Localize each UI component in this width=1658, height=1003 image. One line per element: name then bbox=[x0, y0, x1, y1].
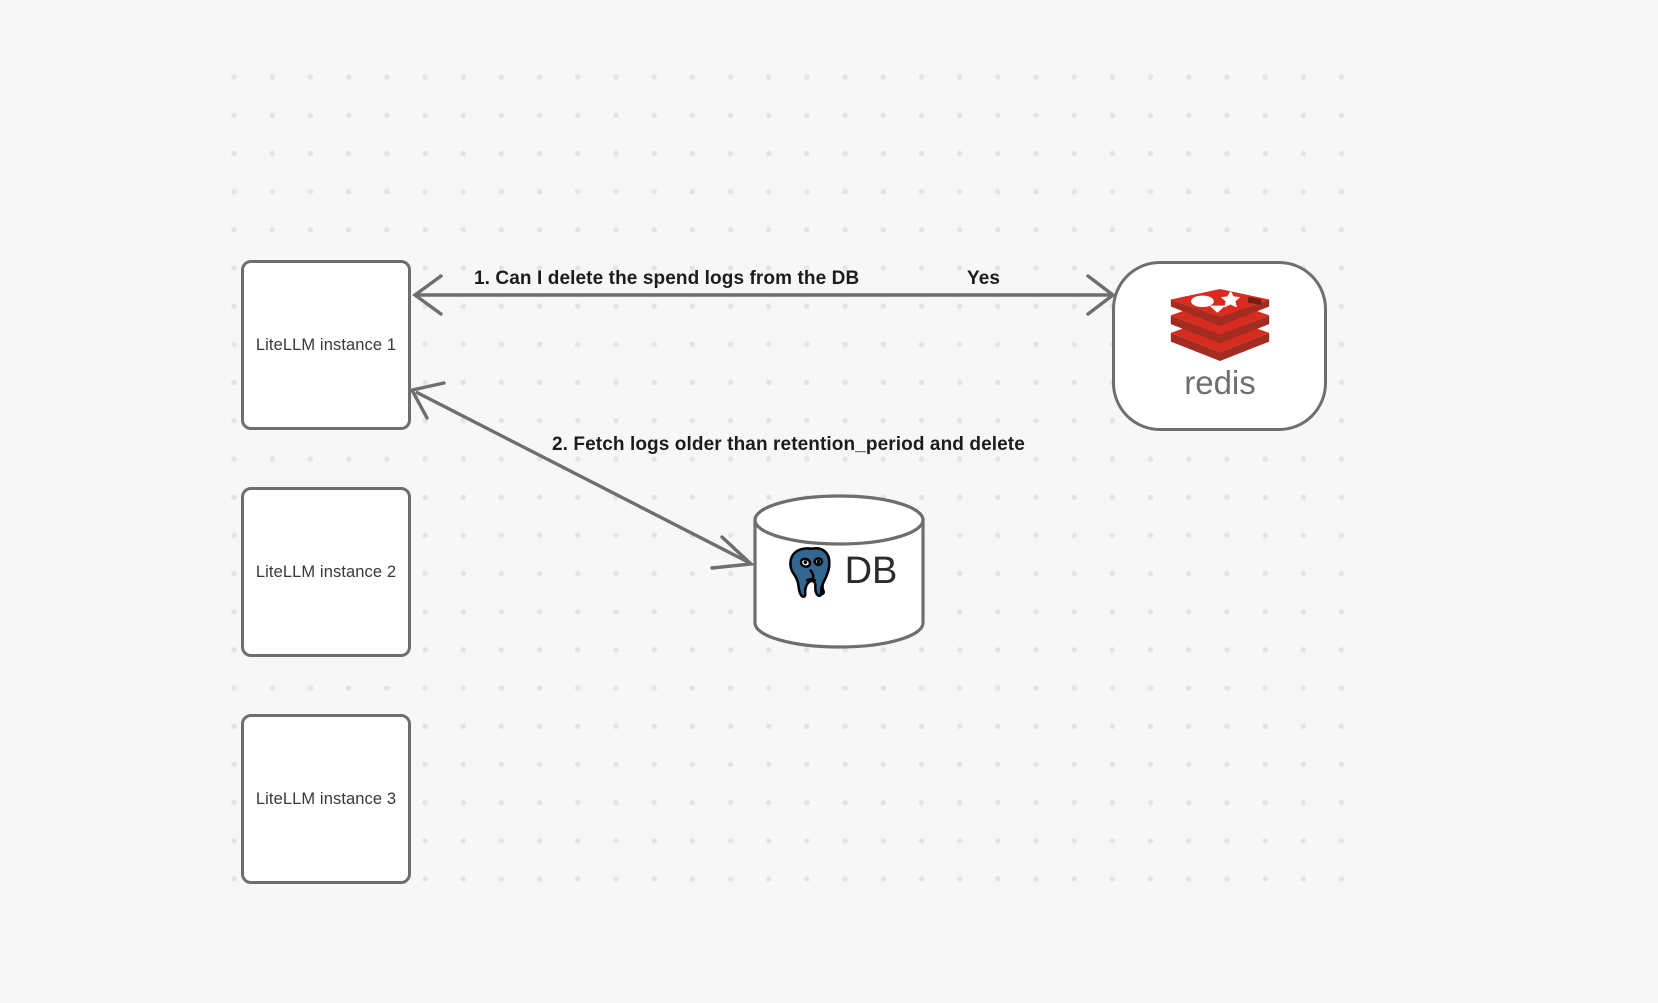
edge-litellm1-db bbox=[409, 381, 755, 570]
arrowhead-right bbox=[1086, 274, 1116, 316]
edge-label-fetch-delete: 2. Fetch logs older than retention_perio… bbox=[552, 434, 1025, 455]
redis-logo-icon bbox=[1170, 289, 1269, 361]
svg-text:redis: redis bbox=[1184, 364, 1256, 401]
node-litellm-instance-1[interactable]: LiteLLM instance 1 bbox=[241, 260, 411, 430]
cylinder-shape bbox=[753, 494, 925, 649]
postgresql-elephant-icon bbox=[788, 546, 831, 598]
node-litellm-instance-3[interactable]: LiteLLM instance 3 bbox=[241, 714, 411, 884]
db-label: DB bbox=[844, 550, 898, 592]
node-label: LiteLLM instance 2 bbox=[255, 562, 397, 581]
node-database[interactable]: DB bbox=[753, 494, 925, 649]
edge-label-request: 1. Can I delete the spend logs from the … bbox=[474, 268, 860, 289]
edge-label-reply: Yes bbox=[967, 268, 1001, 289]
node-label: LiteLLM instance 3 bbox=[255, 789, 397, 808]
db-logo-and-label: DB bbox=[753, 536, 925, 606]
arrowhead-upper-left bbox=[409, 381, 446, 420]
arrowhead-left bbox=[412, 274, 443, 316]
node-litellm-instance-2[interactable]: LiteLLM instance 2 bbox=[241, 487, 411, 657]
node-redis[interactable]: redis bbox=[1112, 261, 1327, 431]
redis-wordmark: redis bbox=[1184, 364, 1256, 401]
arrowhead-lower-right bbox=[710, 535, 755, 570]
node-label: LiteLLM instance 1 bbox=[255, 335, 397, 354]
